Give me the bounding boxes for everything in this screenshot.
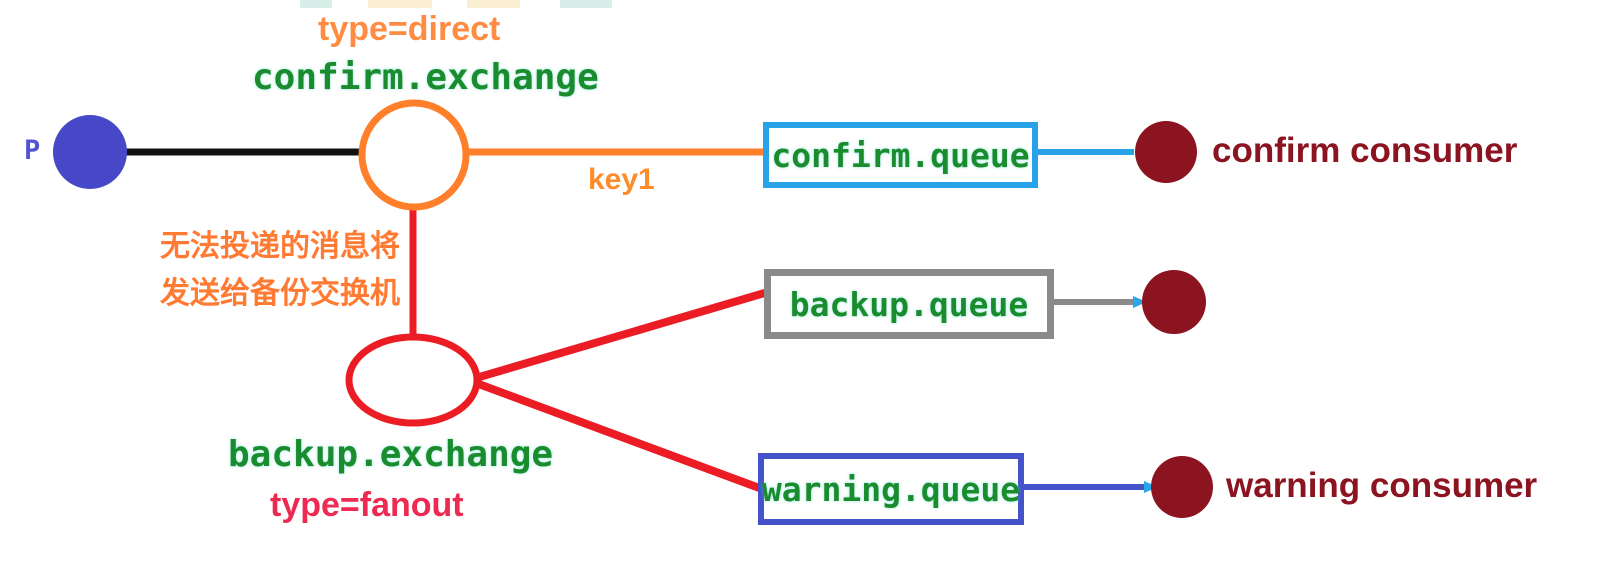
backup-exchange-node — [345, 333, 481, 427]
backup-consumer-arrowhead-icon — [1133, 296, 1147, 308]
confirm-consumer-node — [1135, 121, 1197, 183]
backup-queue-box: backup.queue — [764, 269, 1054, 339]
warning-queue-box: warning.queue — [758, 453, 1024, 525]
confirm-queue-box: confirm.queue — [763, 122, 1038, 188]
note-line-2: 发送给备份交换机 — [160, 277, 400, 310]
warning-queue-label: warning.queue — [761, 469, 1021, 509]
top-artifact-2 — [368, 0, 432, 8]
backup-exchange-type-label: type=fanout — [270, 486, 464, 524]
top-artifact-3 — [467, 0, 520, 8]
note-line-1: 无法投递的消息将 — [160, 230, 400, 263]
backup-to-backup-queue-line — [474, 288, 770, 382]
top-artifact-4 — [560, 0, 612, 8]
confirm-exchange-type-label: type=direct — [318, 10, 501, 48]
backup-exchange-name: backup.exchange — [228, 434, 554, 475]
confirm-exchange-node — [358, 99, 470, 211]
backup-queue-label: backup.queue — [789, 284, 1029, 324]
producer-node — [53, 115, 127, 189]
top-artifact-1 — [300, 0, 332, 8]
routing-key-label: key1 — [588, 163, 655, 196]
warning-consumer-node — [1151, 456, 1213, 518]
confirm-queue-label: confirm.queue — [771, 135, 1030, 175]
confirm-consumer-label: confirm consumer — [1212, 131, 1518, 170]
backup-consumer-node — [1142, 270, 1206, 334]
confirm-exchange-name: confirm.exchange — [252, 57, 599, 98]
producer-label: P — [24, 135, 41, 166]
backup-to-warning-queue-line — [474, 379, 764, 493]
warning-consumer-label: warning consumer — [1226, 466, 1538, 505]
